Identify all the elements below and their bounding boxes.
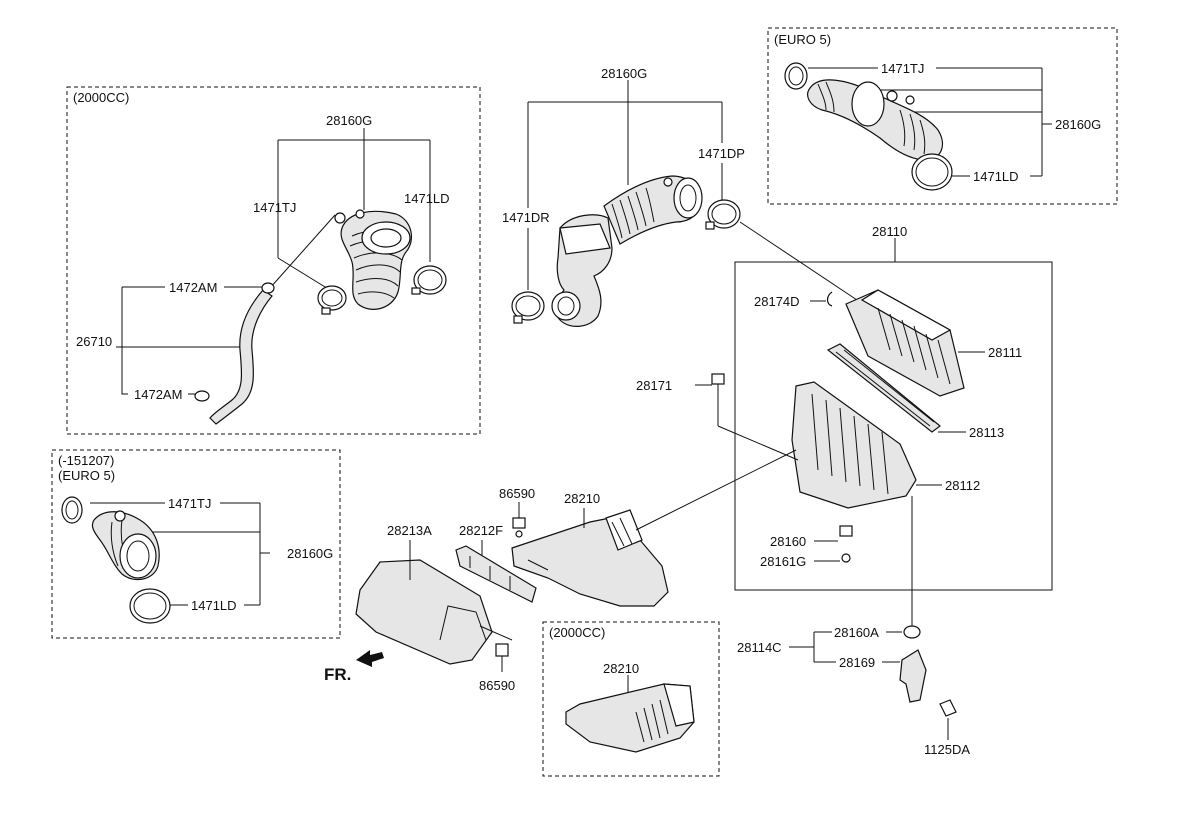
label-tl-1472am-b: 1472AM [134, 387, 182, 402]
hose-icon [209, 289, 273, 425]
label-r-28112: 28112 [945, 478, 980, 493]
clamp-icon [511, 291, 545, 324]
label-br-1125da: 1125DA [924, 742, 970, 757]
air-filter-icon [826, 343, 941, 433]
group-euro5-mid: (-151207) (EURO 5) 1471TJ 28160G 1471LD [51, 449, 341, 639]
label-tr-1471tj: 1471TJ [881, 61, 924, 76]
label-r-28111: 28111 [988, 345, 1022, 360]
label-tl-1471ld: 1471LD [404, 191, 450, 206]
label-r-28161g: 28161G [760, 554, 806, 569]
label-ml-28160g: 28160G [287, 546, 333, 561]
label-c-1471dp: 1471DP [698, 146, 745, 161]
air-duct-icon [511, 509, 669, 607]
group-2000cc-intake-hose: (2000CC) [66, 86, 481, 435]
hose-icon [91, 510, 160, 581]
label-ml-1471tj: 1471TJ [168, 496, 211, 511]
label-c-1471dr: 1471DR [502, 210, 550, 225]
clamp-icon [317, 285, 347, 315]
group-euro5-top: (EURO 5) 1471TJ 28160G 1 [767, 27, 1118, 205]
label-tl-26710: 26710 [76, 334, 112, 349]
label-tr-1471ld: 1471LD [973, 169, 1019, 184]
group-air-cleaner: 28110 28174D 28111 28171 28113 28112 281… [636, 224, 1053, 591]
bracket-icon [455, 545, 537, 603]
label-ml-1471ld: 1471LD [191, 598, 237, 613]
arrow-icon [356, 650, 384, 667]
clamp-icon [903, 625, 921, 639]
label-br-28169: 28169 [839, 655, 875, 670]
label-r-28113: 28113 [969, 425, 1004, 440]
clamp-icon [129, 588, 171, 624]
hose-icon [807, 79, 943, 161]
caption-date-mid: (-151207) [58, 453, 114, 468]
label-r-28160: 28160 [770, 534, 806, 549]
hose-icon [334, 209, 413, 310]
clamp-icon [826, 291, 833, 307]
label-tl-28160g: 28160G [326, 113, 372, 128]
label-b-28210-box: 28210 [603, 661, 639, 676]
label-b-86590-b: 86590 [479, 678, 515, 693]
group-air-duct: FR. 86590 28210 28213A 28212F 86590 [324, 449, 797, 693]
air-cleaner-body-icon [791, 381, 917, 509]
bolt-icon [711, 373, 725, 394]
bolt-icon [512, 517, 526, 538]
bolt-icon [839, 525, 853, 563]
group-bracket: 28114C 28160A 28169 1125DA [737, 496, 970, 757]
air-duct-icon [565, 683, 695, 753]
clamp-icon [705, 199, 741, 230]
label-tl-1471tj: 1471TJ [253, 200, 296, 215]
label-r-28174d: 28174D [754, 294, 800, 309]
air-cleaner-cover-icon [845, 289, 965, 397]
label-tl-1472am-a: 1472AM [169, 280, 217, 295]
label-b-28213a: 28213A [387, 523, 432, 538]
clamp-icon [784, 62, 808, 90]
clamp-icon [411, 265, 447, 295]
label-br-28114c: 28114C [737, 640, 782, 655]
group-center-intake-hose: 28160G 1471DP 1471DR [502, 66, 861, 327]
label-b-28210: 28210 [564, 491, 600, 506]
bolt-icon [939, 699, 957, 717]
caption-2000cc-top: (2000CC) [73, 90, 129, 105]
caption-euro5-mid: (EURO 5) [58, 468, 115, 483]
label-r-28171: 28171 [636, 378, 672, 393]
label-b-28212f: 28212F [459, 523, 503, 538]
clamp-icon [911, 153, 953, 191]
air-duct-icon [355, 559, 493, 665]
group-2000cc-duct: (2000CC) 28210 [542, 621, 720, 777]
clamp-icon [194, 282, 275, 402]
bolt-icon [495, 643, 509, 657]
clamp-icon [61, 496, 83, 524]
caption-euro5-top: (EURO 5) [774, 32, 831, 47]
bracket-icon [899, 649, 927, 703]
label-br-28160a: 28160A [834, 625, 879, 640]
label-c-28160g: 28160G [601, 66, 647, 81]
label-b-86590-a: 86590 [499, 486, 535, 501]
label-tr-28160g: 28160G [1055, 117, 1101, 132]
label-r-28110: 28110 [872, 224, 907, 239]
caption-2000cc-bottom: (2000CC) [549, 625, 605, 640]
front-marker: FR. [324, 665, 351, 684]
